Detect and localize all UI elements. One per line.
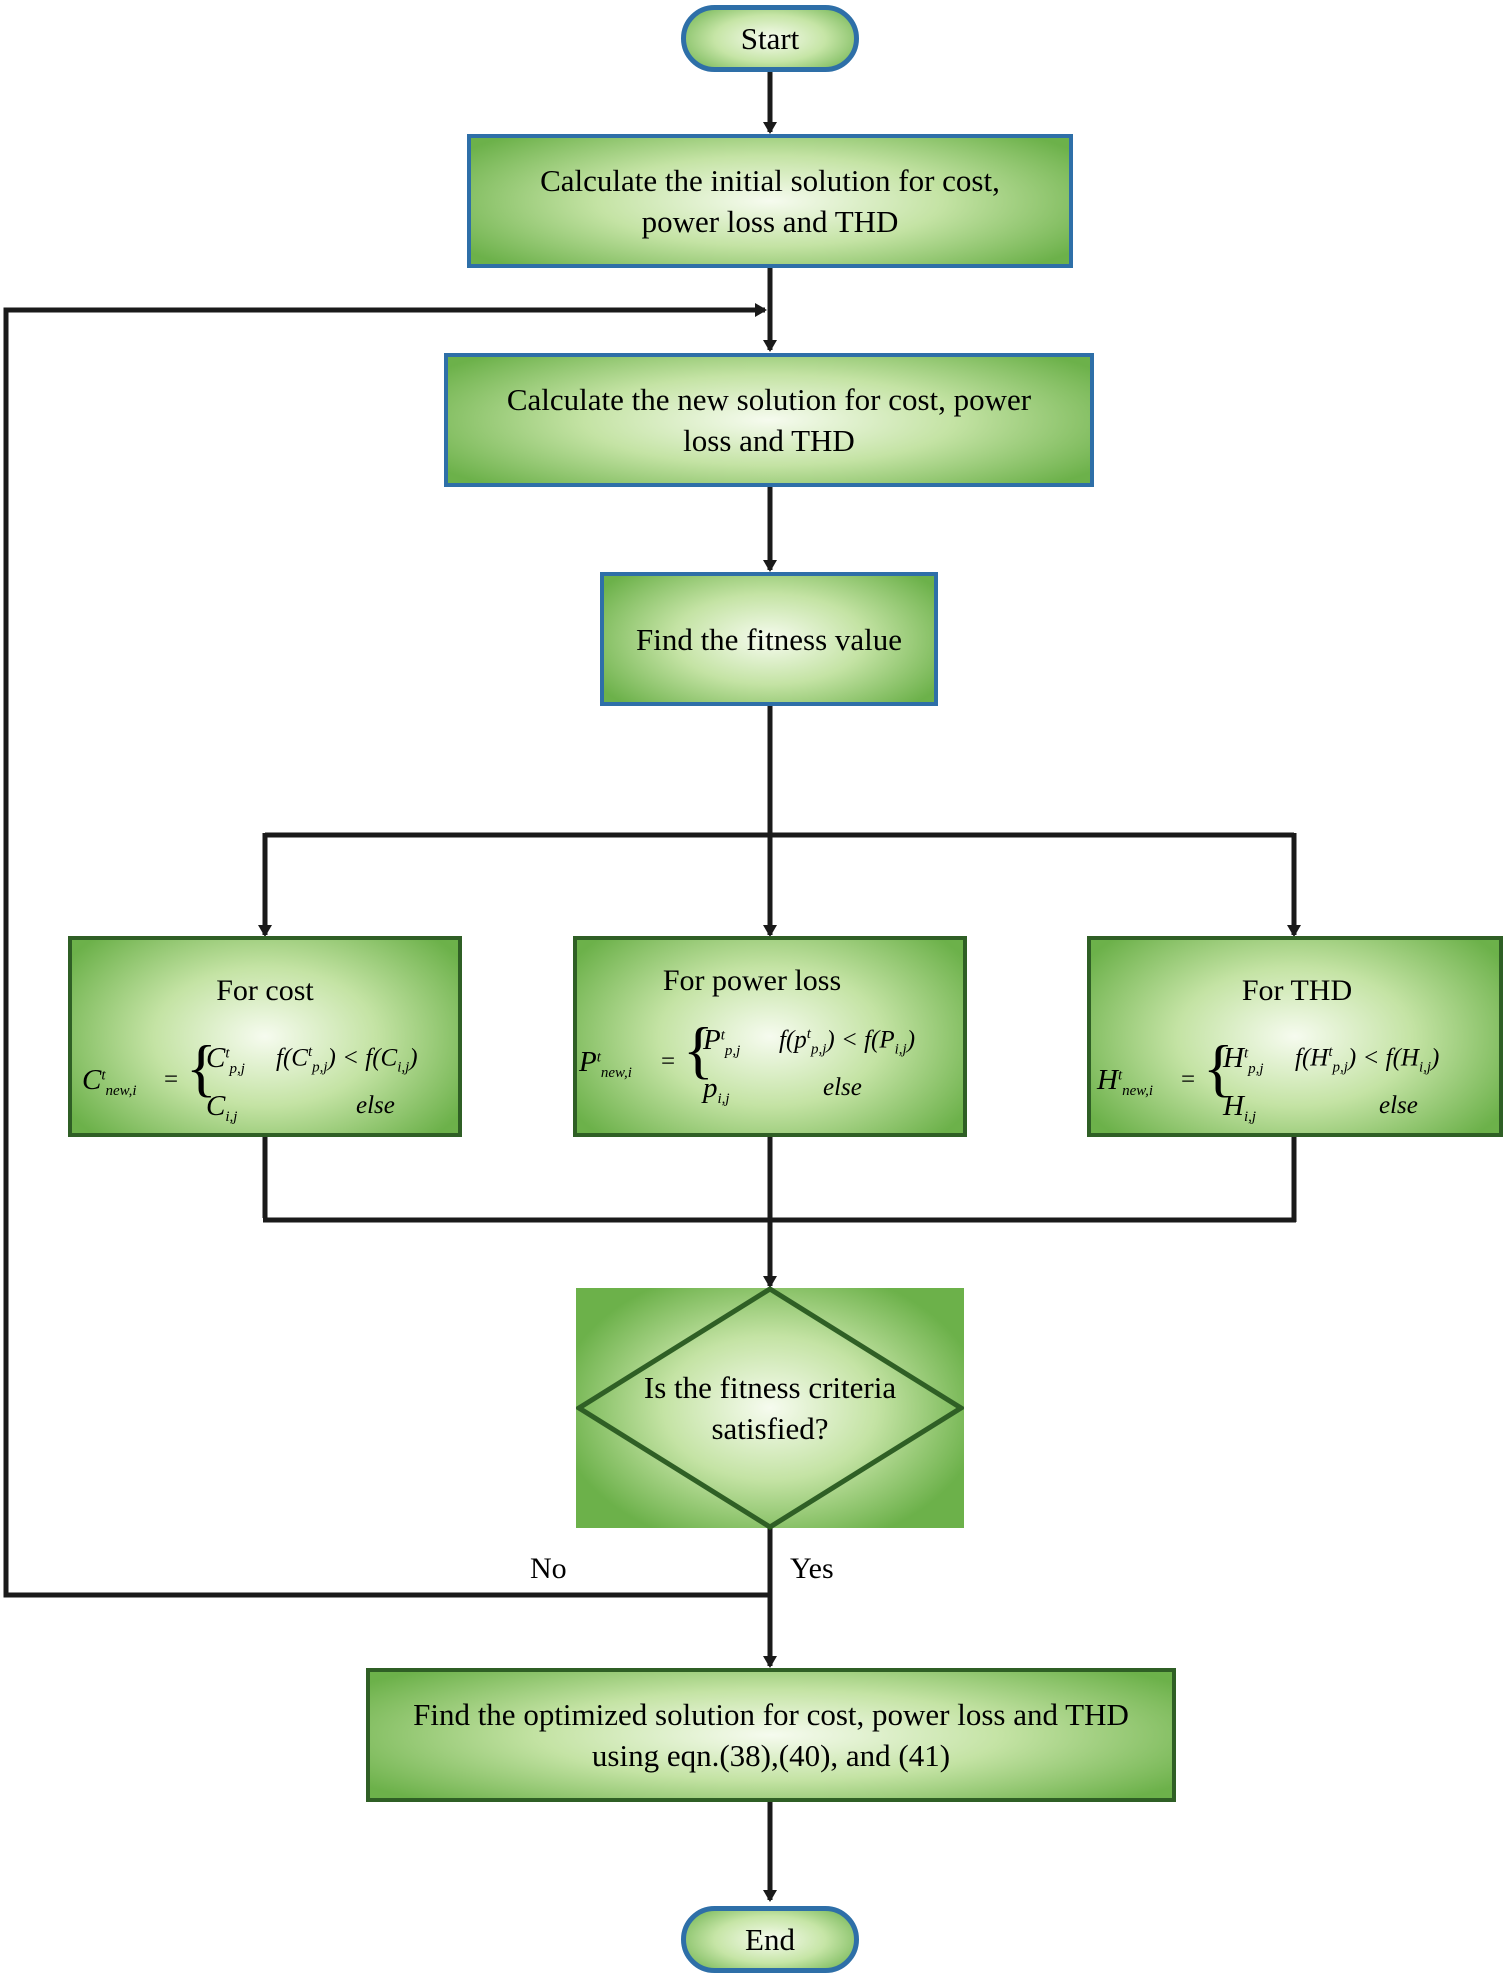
thd-lhs-sup: t (1117, 1067, 1123, 1084)
thd-case2-sub: i,j (1243, 1109, 1257, 1125)
initial-solution-line2: power loss and THD (641, 204, 899, 239)
no-label: No (530, 1552, 567, 1585)
thd-case1-sub: p,j (1248, 1061, 1264, 1077)
decision-backdrop (576, 1288, 964, 1528)
new-solution-box: Calculate the new solution for cost, pow… (444, 353, 1094, 487)
thd-lhs-symbol: H (1097, 1064, 1118, 1096)
end-terminal: End (681, 1906, 859, 1973)
cost-case1-sub: p,j (229, 1061, 245, 1077)
power-loss-branch-title: For power loss (662, 964, 842, 997)
power-loss-equation: Ptnew,i = { Ptp,j f(ptp,j) < f(Pi,j) pi,… (579, 1014, 916, 1108)
cost-case1-value: C (206, 1042, 226, 1074)
optimized-solution-box: Find the optimized solution for cost, po… (366, 1668, 1176, 1802)
start-terminal: Start (681, 5, 859, 72)
thd-lhs-sub: new,i (1122, 1083, 1154, 1099)
thd-case1-value: H (1223, 1042, 1244, 1074)
thd-case2-value: H (1223, 1090, 1244, 1122)
cost-branch-title: For cost (216, 974, 314, 1007)
power-case2-value: p (703, 1072, 718, 1104)
end-label: End (745, 1922, 795, 1957)
power-lhs-sup: t (596, 1049, 601, 1066)
optimized-solution-line1: Find the optimized solution for cost, po… (413, 1697, 1129, 1732)
thd-branch-box: For THD Htnew,i = { Htp,j f(Htp,j) < f(H… (1087, 936, 1503, 1137)
power-case1-sub: p,j (724, 1043, 741, 1059)
cost-branch-box: For cost Ctnew,i = { Ctp,j f(Ctp,j) < f(… (68, 936, 462, 1137)
power-lhs-sub: new,i (600, 1065, 632, 1081)
start-label: Start (740, 21, 800, 56)
thd-case1-condition: f(Htp,j) < f(Hi,j) (1295, 1044, 1440, 1076)
power-case1-condition: f(ptp,j) < f(Pi,j) (779, 1026, 916, 1058)
loop-back-no (3, 303, 770, 1598)
cost-lhs-sup: t (101, 1067, 106, 1084)
fitness-value-box: Find the fitness value (600, 572, 938, 706)
thd-case1-sup: t (1243, 1045, 1249, 1062)
optimized-solution-line2: using eqn.(38),(40), and (41) (591, 1738, 951, 1773)
cost-case1-condition: f(Ctp,j) < f(Ci,j) (276, 1044, 418, 1076)
thd-equation: Htnew,i = { Htp,j f(Htp,j) < f(Hi,j) Hi,… (1097, 1032, 1440, 1126)
initial-solution-box: Calculate the initial solution for cost,… (467, 134, 1073, 268)
cost-case2-value: C (206, 1090, 226, 1122)
power-lhs-symbol: P (579, 1046, 597, 1078)
initial-solution-line1: Calculate the initial solution for cost, (540, 163, 1000, 198)
cost-case2-sub: i,j (225, 1109, 238, 1125)
power-case2-condition: else (823, 1074, 862, 1101)
yes-label: Yes (790, 1552, 834, 1585)
new-solution-line1: Calculate the new solution for cost, pow… (506, 382, 1032, 417)
cost-lhs-sub: new,i (105, 1083, 137, 1099)
thd-case2-condition: else (1379, 1092, 1418, 1119)
new-solution-line2: loss and THD (683, 423, 855, 458)
decision-diamond (576, 1286, 964, 1530)
thd-branch-title: For THD (1241, 974, 1353, 1007)
decision-line1: Is the fitness criteria (643, 1370, 897, 1405)
cost-lhs-symbol: C (82, 1064, 102, 1096)
power-case1-value: P (703, 1024, 721, 1056)
decision-text: Is the fitness criteria satisfied? (576, 1288, 964, 1528)
power-loss-branch-box: For power loss Ptnew,i = { Ptp,j f(ptp,j… (573, 936, 967, 1137)
cost-case1-sup: t (225, 1045, 230, 1062)
cost-equation: Ctnew,i = { Ctp,j f(Ctp,j) < f(Ci,j) Ci,… (82, 1032, 418, 1126)
decision-line2: satisfied? (711, 1411, 829, 1446)
power-case2-sub: i,j (717, 1091, 730, 1107)
power-case1-sup: t (720, 1027, 725, 1044)
fitness-value-label: Find the fitness value (635, 621, 903, 657)
cost-case2-condition: else (356, 1092, 395, 1119)
